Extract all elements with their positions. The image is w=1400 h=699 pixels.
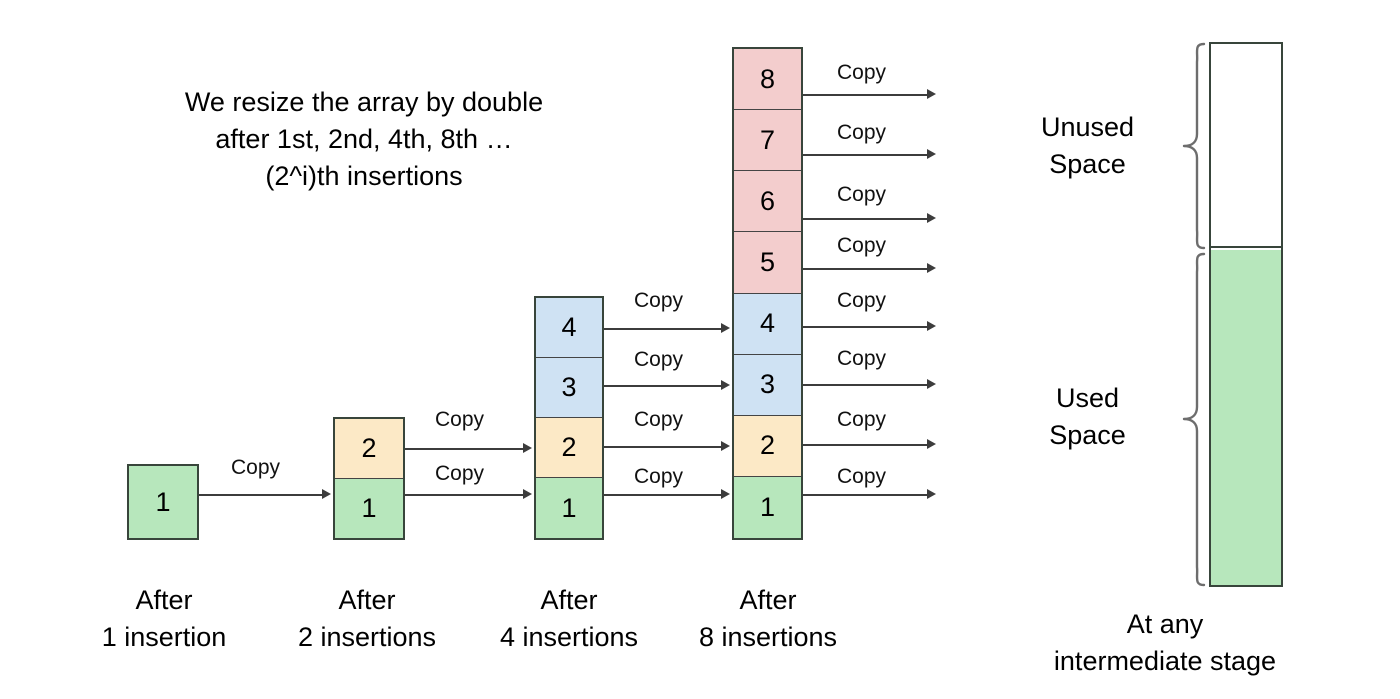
unused-space-label: Unused Space	[1040, 112, 1135, 179]
copy-arrow-line-8out-c	[803, 218, 927, 220]
array-cell-7: 7	[734, 110, 801, 172]
copy-arrow-head-8out-g	[927, 439, 936, 449]
array-cell-5: 5	[734, 232, 801, 294]
array-stack-after-8-insertions: 8 7 6 5 4 3 2 1	[732, 47, 803, 540]
copy-label-8out-c: Copy	[837, 183, 887, 206]
stage-caption-after-1-insertion: After 1 insertion	[101, 585, 227, 652]
stage-caption-after-2-insertions: After 2 insertions	[297, 585, 437, 652]
copy-arrow-line-2to4-a	[405, 448, 523, 450]
copy-label-4to8-b: Copy	[634, 348, 684, 371]
array-cell-2: 2	[734, 415, 801, 477]
array-cell-2: 2	[536, 418, 602, 478]
resize-explanation-text: We resize the array by double after 1st,…	[184, 87, 544, 191]
copy-arrow-line-8out-a	[803, 94, 927, 96]
memory-bar	[1209, 42, 1283, 587]
copy-arrow-head-4to8-d	[721, 489, 730, 499]
copy-arrow-line-8out-h	[803, 494, 927, 496]
copy-arrow-line-1to2-a	[199, 494, 322, 496]
copy-label-2to4-a: Copy	[435, 408, 485, 431]
copy-label-8out-b: Copy	[837, 121, 887, 144]
copy-arrow-line-8out-g	[803, 444, 927, 446]
copy-arrow-head-8out-b	[927, 149, 936, 159]
copy-label-8out-a: Copy	[837, 61, 887, 84]
copy-arrow-line-4to8-b	[604, 385, 721, 387]
array-cell-2: 2	[335, 419, 403, 479]
copy-arrow-head-2to4-b	[523, 489, 532, 499]
copy-arrow-head-1to2-a	[322, 489, 331, 499]
copy-arrow-head-8out-e	[927, 321, 936, 331]
array-cell-6: 6	[734, 171, 801, 233]
copy-arrow-head-4to8-c	[721, 441, 730, 451]
copy-label-1to2-a: Copy	[231, 456, 281, 479]
copy-label-8out-g: Copy	[837, 408, 887, 431]
copy-arrow-head-8out-h	[927, 489, 936, 499]
used-space-label: Used Space	[1049, 383, 1126, 450]
array-cell-8: 8	[734, 49, 801, 111]
stage-caption-after-8-insertions: After 8 insertions	[698, 585, 838, 652]
copy-arrow-head-4to8-b	[721, 380, 730, 390]
copy-label-4to8-a: Copy	[634, 289, 684, 312]
copy-arrow-head-4to8-a	[721, 323, 730, 333]
stage-caption-after-4-insertions: After 4 insertions	[499, 585, 639, 652]
array-stack-after-2-insertions: 2 1	[333, 417, 405, 540]
copy-arrow-head-8out-d	[927, 263, 936, 273]
copy-label-2to4-b: Copy	[435, 462, 485, 485]
copy-arrow-line-8out-e	[803, 326, 927, 328]
copy-label-8out-d: Copy	[837, 234, 887, 257]
copy-arrow-line-4to8-a	[604, 328, 721, 330]
array-cell-3: 3	[536, 358, 602, 418]
array-cell-4: 4	[536, 298, 602, 358]
copy-label-8out-h: Copy	[837, 465, 887, 488]
array-cell-1: 1	[734, 476, 801, 538]
copy-arrow-line-4to8-c	[604, 446, 721, 448]
unused-space-brace	[1182, 42, 1206, 250]
used-space-brace	[1182, 252, 1206, 587]
copy-arrow-line-8out-d	[803, 268, 927, 270]
array-cell-1: 1	[129, 466, 197, 538]
copy-arrow-line-2to4-b	[405, 494, 523, 496]
array-cell-4: 4	[734, 293, 801, 355]
copy-label-8out-e: Copy	[837, 289, 887, 312]
array-cell-1: 1	[335, 478, 403, 538]
copy-label-8out-f: Copy	[837, 347, 887, 370]
copy-arrow-head-8out-c	[927, 213, 936, 223]
copy-arrow-line-8out-f	[803, 384, 927, 386]
array-cell-1: 1	[536, 478, 602, 538]
array-cell-3: 3	[734, 354, 801, 416]
array-stack-after-4-insertions: 4 3 2 1	[534, 296, 604, 540]
copy-arrow-line-8out-b	[803, 154, 927, 156]
copy-arrow-head-2to4-a	[523, 443, 532, 453]
copy-arrow-line-4to8-d	[604, 494, 721, 496]
memory-bar-caption: At any intermediate stage	[1053, 609, 1277, 676]
copy-label-4to8-c: Copy	[634, 408, 684, 431]
array-stack-after-1-insertion: 1	[127, 464, 199, 540]
memory-used-region	[1211, 250, 1281, 585]
copy-arrow-head-8out-f	[927, 379, 936, 389]
copy-label-4to8-d: Copy	[634, 465, 684, 488]
memory-unused-region	[1211, 44, 1281, 248]
copy-arrow-head-8out-a	[927, 89, 936, 99]
